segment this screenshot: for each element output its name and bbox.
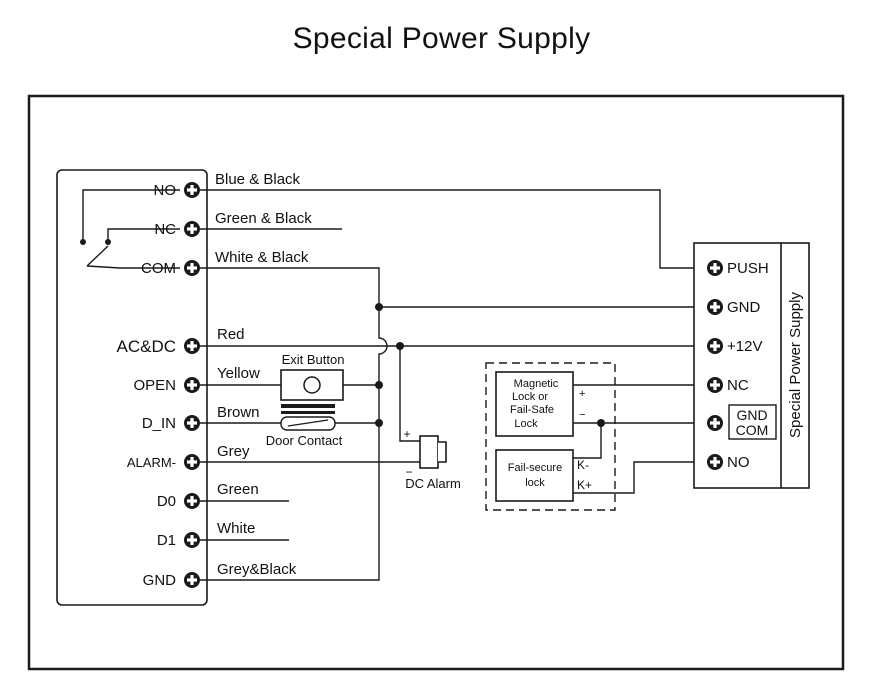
terminal-gnd: GND [143,572,200,589]
terminal-no: NO [154,182,200,199]
lock-options-enclosure [485,362,616,511]
screw-icon [184,454,200,470]
mag-lock-line-2: Lock or [512,391,548,403]
psu-terminal-gnd: GND [727,299,761,316]
k-minus-label: K- [577,458,589,472]
wire-label-din: Brown [217,404,260,421]
screw-icon [184,377,200,393]
psu-terminal-gnd-com-2: COM [736,422,769,438]
screw-icon [184,182,200,198]
magnetic-lock-component: Magnetic Lock or Fail-Safe Lock + − [495,371,585,437]
k-plus-label: K+ [577,478,592,492]
wire-label-acdc: Red [217,326,245,343]
terminal-label-open: OPEN [133,377,176,394]
psu-terminal-push: PUSH [727,260,769,277]
door-contact-label: Door Contact [266,433,343,448]
terminal-acdc: AC&DC [116,337,200,356]
terminal-open: OPEN [133,377,200,394]
screw-icon [707,377,723,393]
exit-button-label: Exit Button [282,352,345,367]
screw-icon [184,338,200,354]
wire-alarm-plus [399,346,420,442]
terminal-alarm: ALARM- [127,454,200,470]
terminal-com: COM [141,260,200,277]
screw-icon [184,260,200,276]
controller-box [56,169,208,606]
wire-label-com: White & Black [215,249,309,266]
fail-secure-line-2: lock [525,477,545,489]
alarm-minus-label: − [405,465,412,479]
wire-label-d0: Green [217,481,259,498]
wire-com [200,267,380,300]
wire-label-nc: Green & Black [215,210,312,227]
terminal-nc: NC [154,221,200,238]
screw-icon [707,260,723,276]
wire-label-no: Blue & Black [215,171,301,188]
wire-gnd-bus [200,300,388,581]
screw-icon [707,299,723,315]
mag-lock-line-4: Lock [514,418,538,430]
alarm-plus-label: + [403,427,410,441]
terminal-label-d0: D0 [157,493,176,510]
fail-secure-line-1: Fail-secure [508,462,562,474]
door-contact-component: Door Contact [266,404,343,448]
wire-label-alarm: Grey [217,443,250,460]
exit-button-component: Exit Button [280,352,345,401]
dc-alarm-component: + − DC Alarm [403,427,460,491]
mag-lock-line-1: Magnetic [514,378,559,390]
screw-icon [707,454,723,470]
terminal-d1: D1 [157,532,200,549]
outer-frame [27,94,845,671]
screw-icon [184,415,200,431]
terminal-label-no: NO [154,182,177,199]
power-supply-label: Special Power Supply [787,292,804,438]
terminal-label-acdc: AC&DC [116,337,176,356]
terminal-label-gnd: GND [143,572,177,589]
mag-lock-minus: − [579,409,585,421]
relay-schematic [80,189,180,269]
wire-label-gnd: Grey&Black [217,561,297,578]
power-supply-box: Special Power Supply PUSH GND +12V NC GN… [693,242,810,489]
wire-no [200,189,706,269]
wire-label-open: Yellow [217,365,260,382]
screw-icon [707,338,723,354]
mag-lock-plus: + [579,388,585,400]
push-button-icon [303,376,321,394]
terminal-d0: D0 [157,493,200,510]
psu-terminal-nc: NC [727,377,749,394]
screw-icon [707,415,723,431]
terminal-label-nc: NC [154,221,176,238]
diagram-title: Special Power Supply [292,22,591,55]
screw-icon [184,572,200,588]
screw-icon [184,221,200,237]
wire-label-d1: White [217,520,255,537]
terminal-din: D_IN [142,415,200,432]
psu-terminal-no: NO [727,454,750,471]
screw-icon [184,493,200,509]
fail-secure-lock-component: Fail-secure lock K- K+ [495,449,592,502]
psu-terminal-gnd-com-1: GND [736,407,767,423]
terminal-label-d1: D1 [157,532,176,549]
wire-k-plus [573,461,706,494]
psu-terminal-12v: +12V [727,338,762,355]
mag-lock-line-3: Fail-Safe [510,404,554,416]
screw-icon [184,532,200,548]
terminal-label-din: D_IN [142,415,176,432]
terminal-label-com: COM [141,260,176,277]
terminal-label-alarm: ALARM- [127,455,176,470]
dc-alarm-label: DC Alarm [405,476,461,491]
wire-k-minus [573,423,602,459]
